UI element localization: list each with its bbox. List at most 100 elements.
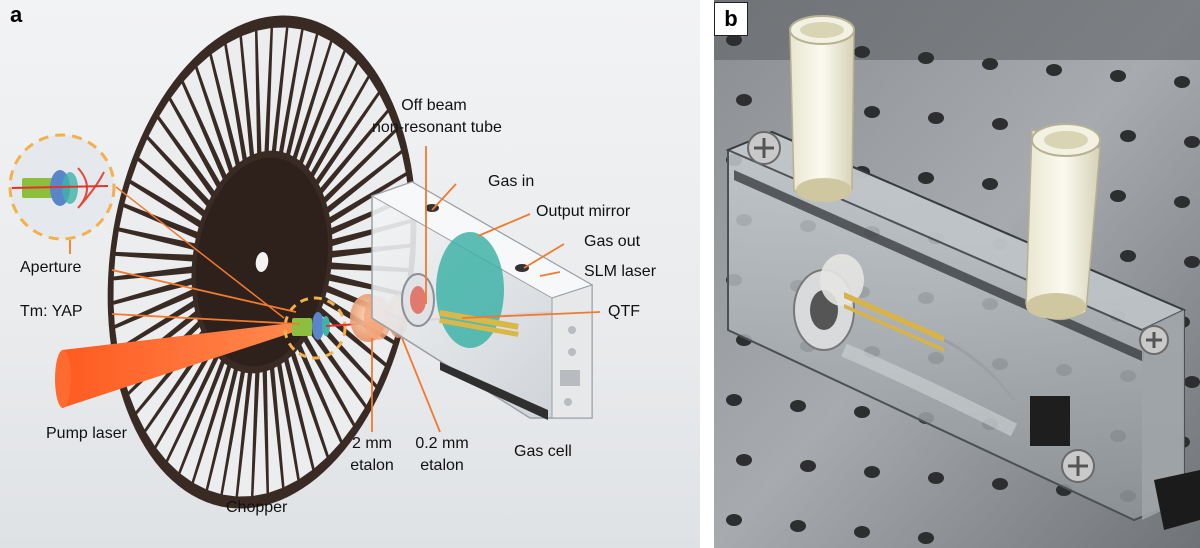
chopper-slot: [208, 370, 241, 495]
table-hole: [992, 118, 1008, 130]
chopper-slot: [146, 344, 211, 446]
chopper-slot: [115, 295, 194, 349]
table-hole: [1174, 76, 1190, 88]
chopper-slot: [295, 349, 341, 456]
label-gas-out: Gas out: [584, 233, 641, 250]
table-hole: [1120, 130, 1136, 142]
chopper-slot: [226, 37, 250, 158]
chopper-slot: [131, 161, 203, 221]
table-hole: [864, 106, 880, 118]
gas-tube-right: [1025, 123, 1101, 321]
chopper-slot: [330, 175, 409, 229]
chopper-slot: [115, 231, 194, 255]
table-hole: [1174, 196, 1190, 208]
chopper-slot: [283, 29, 316, 154]
label-tm-yap: Tm: YAP: [20, 303, 83, 320]
label-output-mirror: Output mirror: [536, 203, 631, 220]
chopper-slot: [276, 27, 302, 152]
chopper-slot: [241, 31, 258, 155]
chopper-slot: [312, 323, 376, 405]
table-hole: [790, 520, 806, 532]
chopper-slot: [257, 28, 271, 152]
table-hole: [726, 394, 742, 406]
chopper-slot: [266, 369, 283, 493]
table-hole: [854, 46, 870, 58]
gas-cell-photo: [714, 0, 1200, 548]
leader-lines: [69, 146, 601, 433]
label-etalon-2mm-line2: etalon: [350, 457, 394, 474]
chopper-slot: [296, 42, 344, 161]
chopper-slot: [253, 372, 267, 496]
table-hole: [1184, 376, 1200, 388]
chopper-slot: [167, 358, 222, 473]
chopper-slot: [183, 68, 229, 175]
table-hole: [854, 526, 870, 538]
table-hole: [1110, 190, 1126, 202]
table-hole: [1046, 64, 1062, 76]
chopper-slot: [193, 367, 234, 490]
label-qtf: QTF: [608, 303, 640, 320]
tm-yap-crystal: [292, 312, 330, 340]
chopper-slot: [222, 372, 248, 497]
label-aperture: Aperture: [20, 259, 82, 276]
gas-tube-left: [789, 15, 855, 202]
label-slm-laser: SLM laser: [584, 263, 657, 280]
label-gas-cell: Gas cell: [514, 443, 572, 460]
chopper-slot: [307, 333, 365, 424]
chopper-slot: [124, 183, 199, 232]
table-hole: [736, 94, 752, 106]
table-hole: [918, 52, 934, 64]
panel-a-schematic: a Off beam non-resonant tube Gas in Outp…: [0, 0, 700, 548]
chopper-slot: [159, 100, 217, 191]
label-chopper: Chopper: [226, 499, 288, 516]
table-hole: [736, 454, 752, 466]
chopper-slot: [113, 273, 192, 301]
table-hole: [1184, 256, 1200, 268]
table-hole: [982, 58, 998, 70]
label-etalon-0-2mm-line1: 0.2 mm: [415, 435, 469, 452]
label-etalon-2mm-line1: 2 mm: [352, 435, 392, 452]
chopper-slot: [268, 27, 286, 151]
chopper-slot: [328, 153, 406, 218]
chopper-slot: [318, 94, 388, 188]
table-hole: [918, 532, 934, 544]
panel-b-photo: [714, 0, 1200, 548]
chopper-slot: [290, 34, 331, 157]
table-hole: [800, 460, 816, 472]
chopper-slot: [238, 373, 256, 497]
panel-b-letter: b: [714, 2, 748, 36]
chopper-slot: [148, 119, 212, 201]
crystal-highlight-circle: [283, 296, 347, 360]
table-hole: [1120, 250, 1136, 262]
chopper-slot: [197, 55, 236, 168]
table-hole: [992, 478, 1008, 490]
inset-zoom-content: [11, 167, 109, 209]
gas-cell: [370, 181, 594, 420]
pump-laser-beam: [58, 322, 300, 408]
label-etalon-0-2mm-line2: etalon: [420, 457, 464, 474]
table-hole: [928, 472, 944, 484]
label-pump-laser: Pump laser: [46, 425, 127, 442]
schematic-drawing: [8, 15, 601, 509]
table-hole: [1110, 70, 1126, 82]
table-hole: [982, 178, 998, 190]
chopper-slot: [139, 139, 207, 211]
chopper-slot: [301, 341, 353, 441]
chopper-slot: [171, 83, 223, 183]
chopper-slot: [326, 132, 401, 207]
chopper-slot: [281, 361, 313, 479]
chopper-slot: [156, 351, 216, 460]
chopper-slot: [322, 112, 395, 197]
chopper-slot: [288, 356, 327, 469]
chopper-slot: [274, 366, 298, 487]
label-non-resonant-tube: non-resonant tube: [372, 119, 502, 136]
table-hole: [918, 172, 934, 184]
table-hole: [928, 112, 944, 124]
label-gas-in: Gas in: [488, 173, 535, 190]
chopper-slot: [180, 363, 228, 482]
table-hole: [854, 406, 870, 418]
chopper-slot: [317, 313, 385, 385]
table-hole: [1184, 136, 1200, 148]
table-hole: [726, 34, 742, 46]
label-off-beam: Off beam: [401, 97, 467, 114]
